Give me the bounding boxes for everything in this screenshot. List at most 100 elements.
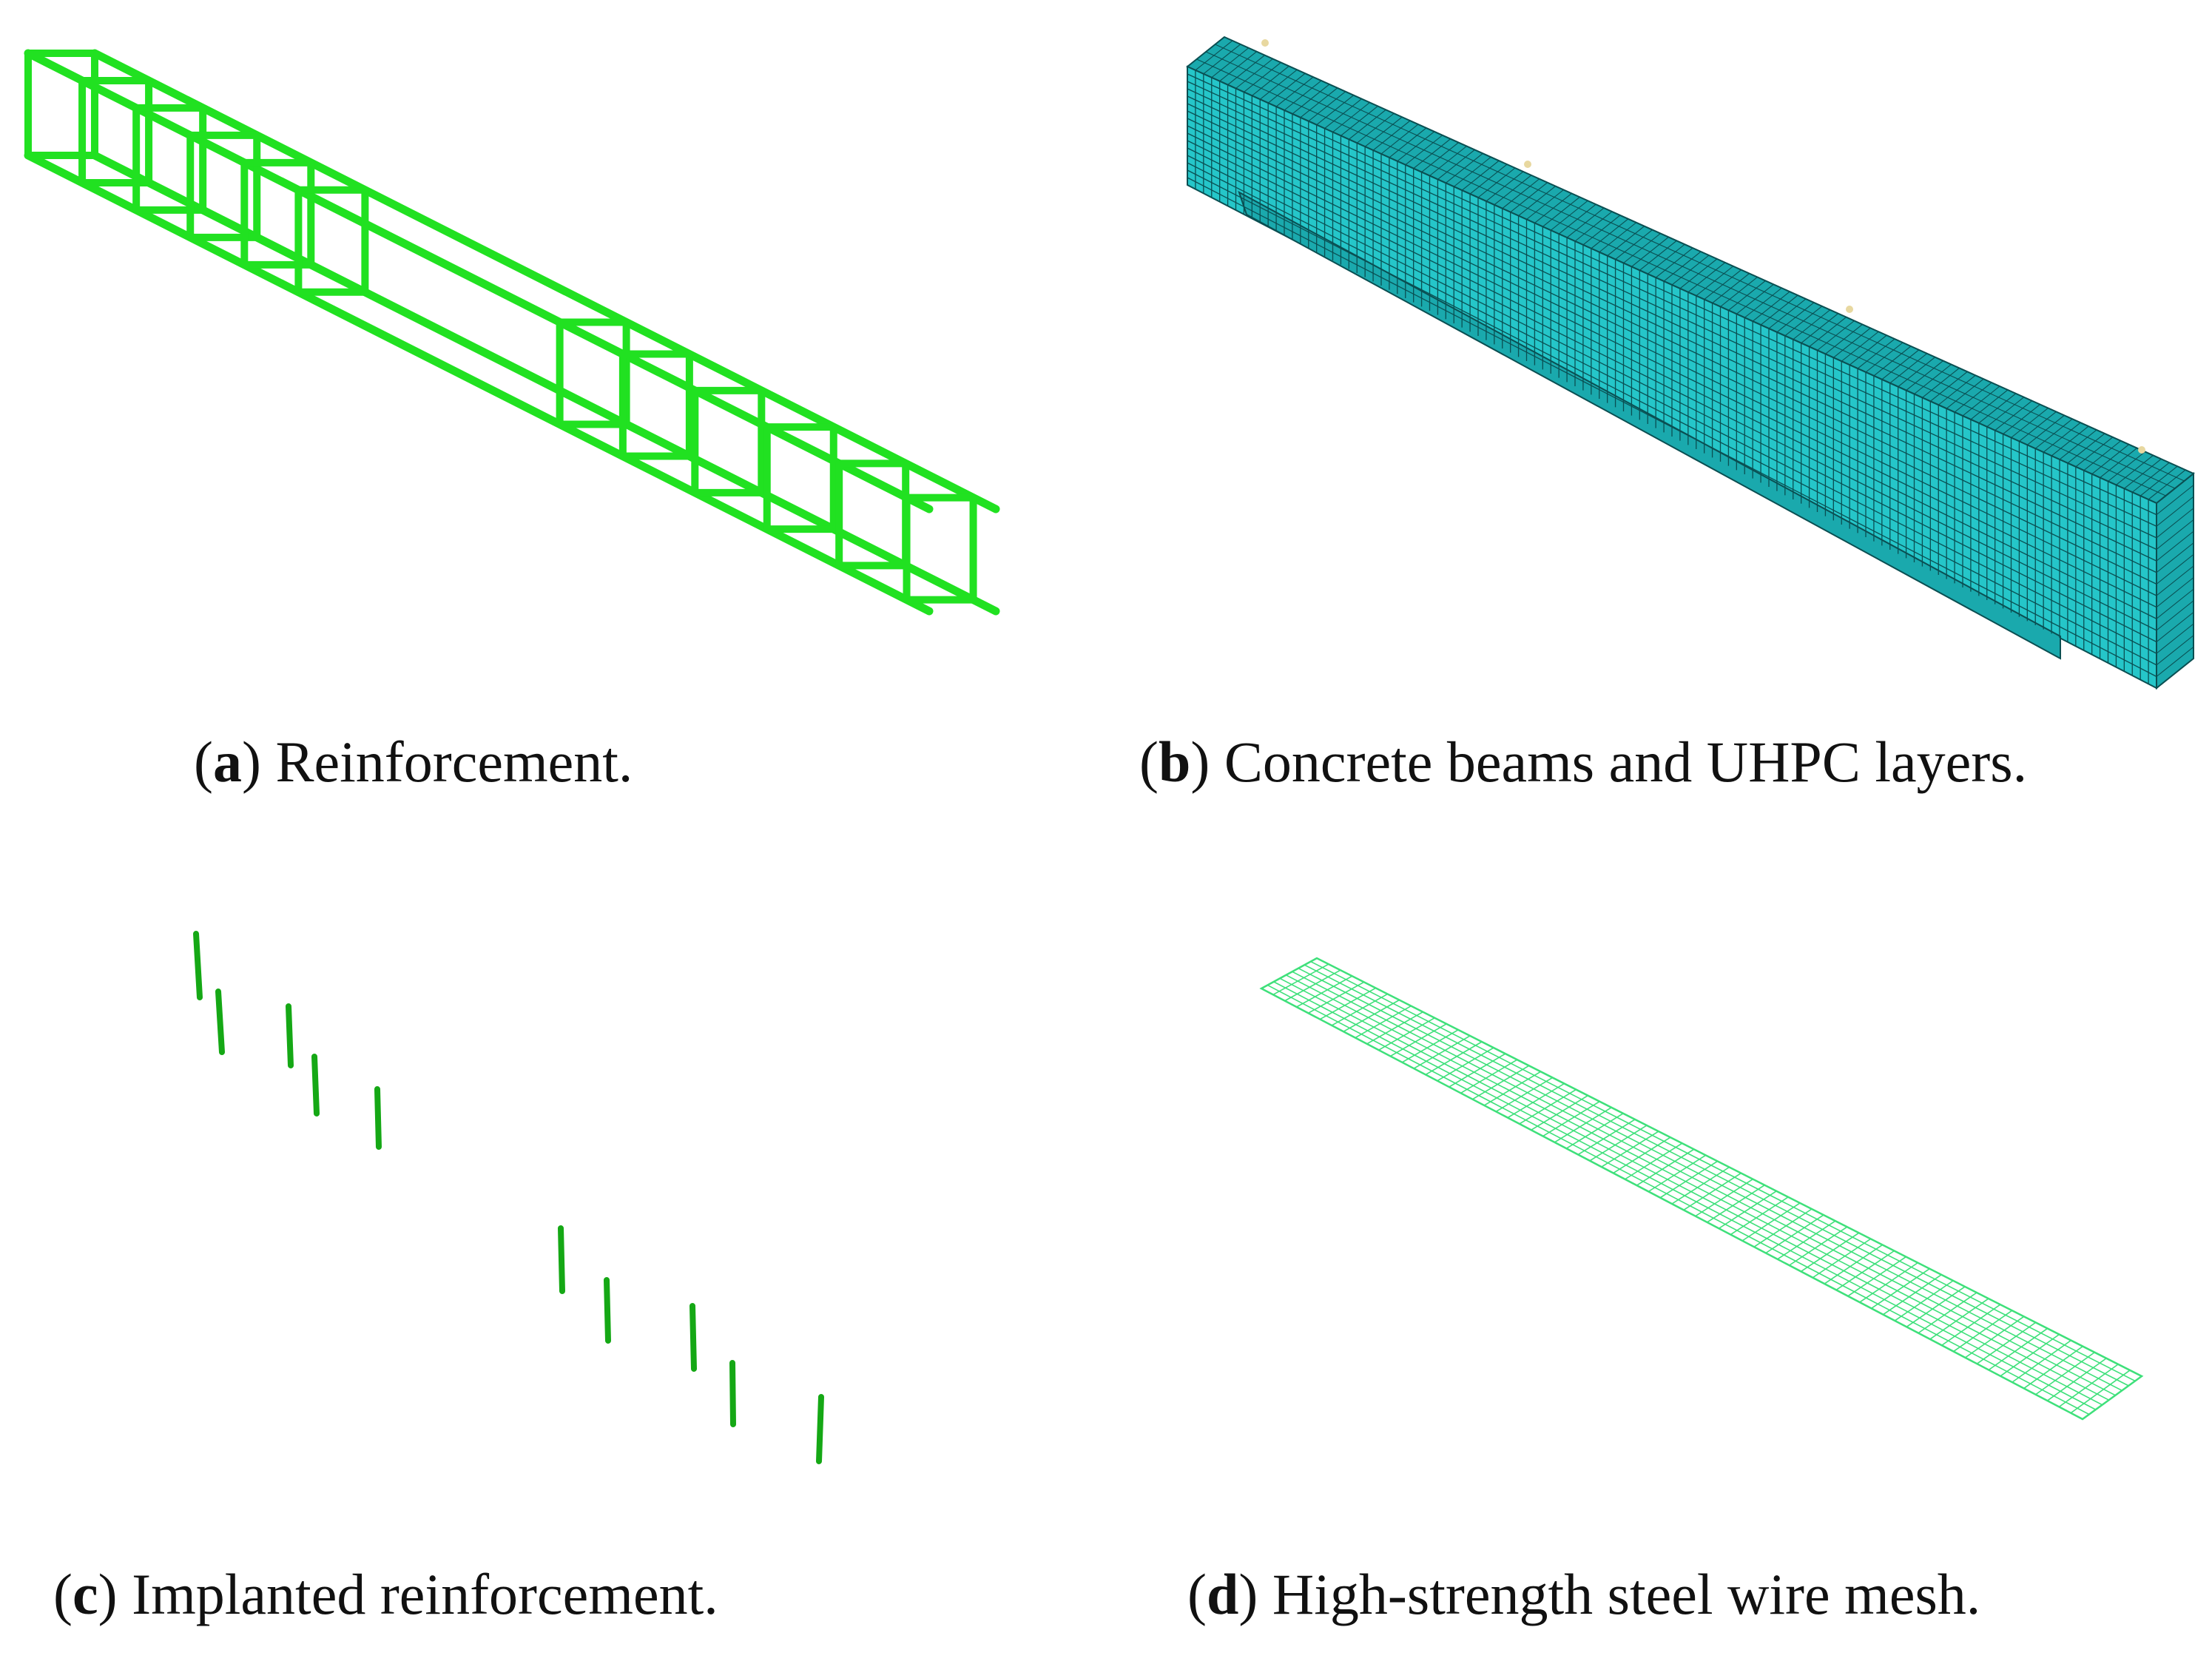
mesh-line [1187,110,2157,573]
caption-a-text: Reinforcement. [275,730,633,794]
stirrup [132,104,207,214]
stirrup [294,186,369,296]
mesh-line [2156,542,2194,573]
caption-d: (d) High-strength steel wire mesh. [1187,1562,1981,1626]
wire-line [1331,993,1388,1026]
implanted-reinforcement-figure [193,931,824,1464]
reinforcement-cage-figure [24,49,1000,616]
caption-a-letter: a [212,730,242,794]
wire-line [2023,1345,2083,1390]
steel-wire-mesh-figure [1259,957,2144,1421]
mesh-line [2156,508,2194,539]
mesh-line [2156,565,2194,596]
concrete-beam-mesh-figure [1186,36,2195,690]
mesh-line [1187,147,2157,631]
mesh-line [1187,73,2157,516]
wire-line [1929,1298,1989,1340]
stirrup [24,50,98,159]
mesh-line [2156,623,2194,654]
wire-line [1894,1280,1954,1321]
wire-line [1472,1065,1530,1100]
wire-line [1285,974,2109,1401]
mesh-line [1196,58,2166,496]
wire-line [2070,1370,2131,1414]
mesh-line [2156,519,2194,550]
wire-line [1906,1286,1966,1327]
mesh-line [2156,485,2194,516]
wire-line [1941,1304,2001,1346]
wire-line [1565,1113,1624,1149]
implanted-bar [689,1303,697,1372]
caption-b: (b) Concrete beams and UHPC layers. [1139,730,2028,794]
mesh-line [2156,600,2194,631]
stirrup [618,350,693,460]
caption-b-text: Concrete beams and UHPC layers. [1224,730,2028,794]
wire-line [1531,1094,1588,1131]
mesh-line [1187,103,2157,562]
wire-line [1625,1142,1683,1180]
mesh-line [1187,162,2157,654]
mesh-line [2156,588,2194,619]
wire-line [1495,1077,1553,1112]
caption-c-text: Implanted reinforcement. [132,1562,718,1626]
wire-line [1753,1208,1813,1247]
wire-line [1292,971,2116,1396]
caption-d-letter: d [1206,1562,1239,1626]
wire-line [1859,1262,1918,1303]
wire-mesh-outline [1259,957,2144,1421]
implanted-bar [193,931,203,1000]
wire-line [1460,1059,1518,1094]
mesh-line [1187,140,2157,619]
wire-line [1730,1196,1789,1236]
wire-line [1449,1053,1506,1088]
mesh-line [2156,531,2194,562]
wire-line [1272,963,1329,996]
wire-line [1824,1244,1884,1284]
wire-line [1554,1107,1612,1143]
mesh-line [2156,635,2194,666]
wire-line [1918,1292,1977,1334]
mesh-line [1187,132,2157,608]
wire-line [1882,1274,1942,1316]
longitudinal-bar [90,49,1000,513]
mesh-line [1187,88,2157,539]
wire-line [1273,981,2097,1410]
wire-line [1964,1316,2025,1358]
caption-c: (c) Implanted reinforcement. [53,1562,718,1626]
longitudinal-bar [24,151,934,616]
mesh-line [1187,118,2157,585]
panel-implanted-reinforcement: (c) Implanted reinforcement. [0,851,1106,1667]
wire-line [1401,1029,1459,1063]
implanted-bar [286,1003,294,1068]
longitudinal-bar [24,49,934,513]
panel-concrete-beam: (b) Concrete beams and UHPC layers. [1106,0,2212,814]
support-marker [2138,446,2145,454]
wire-line [1355,1005,1412,1039]
caption-a: (a) Reinforcement. [194,730,633,794]
wire-line [1542,1101,1600,1137]
wire-line [1707,1185,1765,1223]
wire-line [1777,1220,1836,1260]
wire-line [1507,1082,1565,1119]
wire-line [1648,1154,1707,1193]
wire-line [1800,1232,1860,1273]
wire-line [1988,1327,2049,1371]
wire-line [1298,967,2122,1392]
implanted-bar [311,1054,320,1117]
implanted-bar [558,1225,565,1294]
wire-line [1304,964,2129,1387]
wire-line [1741,1202,1801,1242]
wire-line [1847,1256,1906,1297]
mesh-line [1187,125,2157,596]
wire-line [1613,1136,1671,1174]
wire-line [1577,1119,1636,1156]
wire-line [2046,1358,2107,1401]
implanted-bar [729,1360,736,1427]
wire-line [1601,1131,1659,1168]
wire-line [2000,1333,2060,1377]
wire-line [2035,1352,2095,1395]
wire-line [1296,975,1353,1008]
caption-b-letter: b [1158,730,1191,794]
mesh-line [2156,577,2194,608]
wire-line [1284,969,1341,1002]
